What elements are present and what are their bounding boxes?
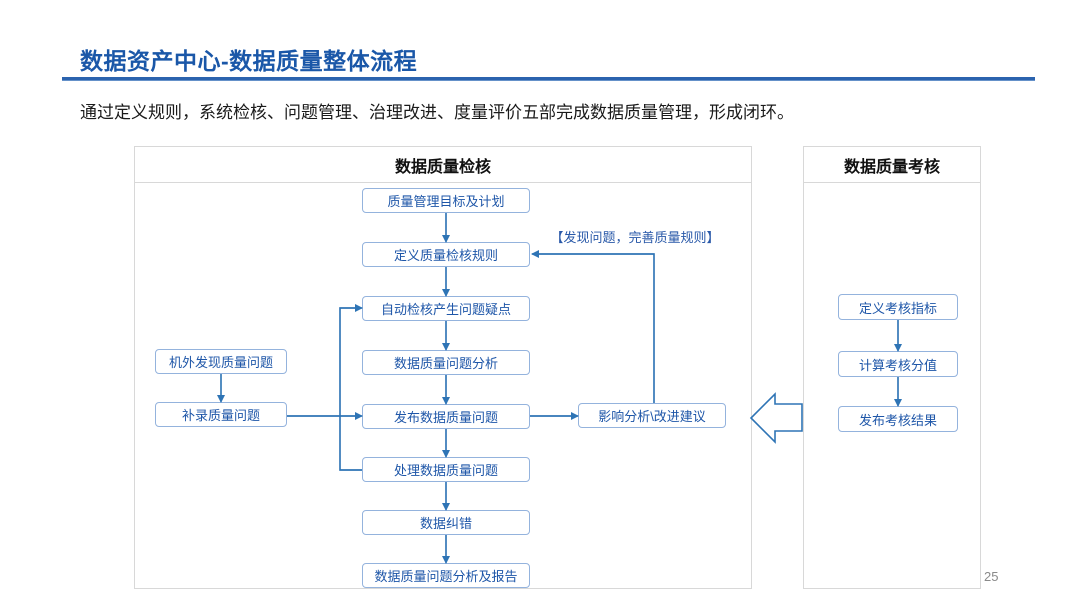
- flow-step-publish-issues: 发布数据质量问题: [362, 404, 530, 429]
- flow-step-handle-issues: 处理数据质量问题: [362, 457, 530, 482]
- flow-step-publish-result: 发布考核结果: [838, 406, 958, 432]
- flow-step-analysis-report: 数据质量问题分析及报告: [362, 563, 530, 588]
- flow-step-auto-check: 自动检核产生问题疑点: [362, 296, 530, 321]
- page-subtitle: 通过定义规则，系统检核、问题管理、治理改进、度量评价五部完成数据质量管理，形成闭…: [80, 103, 794, 122]
- page-title: 数据资产中心-数据质量整体流程: [80, 48, 418, 74]
- flow-step-external-issues: 机外发现质量问题: [155, 349, 287, 374]
- flow-step-data-correction: 数据纠错: [362, 510, 530, 535]
- flow-step-supplement-issues: 补录质量问题: [155, 402, 287, 427]
- flow-step-define-rules: 定义质量检核规则: [362, 242, 530, 267]
- panel-quality-assess-title: 数据质量考核: [804, 147, 980, 183]
- feedback-annotation: 【发现问题，完善质量规则】: [550, 230, 720, 245]
- page-number: 25: [984, 569, 999, 584]
- flow-step-quality-plan: 质量管理目标及计划: [362, 188, 530, 213]
- flow-step-define-kpi: 定义考核指标: [838, 294, 958, 320]
- flow-step-compute-score: 计算考核分值: [838, 351, 958, 377]
- big-left-arrow: [749, 392, 803, 444]
- panel-quality-check-title: 数据质量检核: [135, 147, 751, 183]
- flow-step-issue-analysis: 数据质量问题分析: [362, 350, 530, 375]
- title-underline: [62, 77, 1035, 81]
- flow-step-impact-analysis: 影响分析\改进建议: [578, 403, 726, 428]
